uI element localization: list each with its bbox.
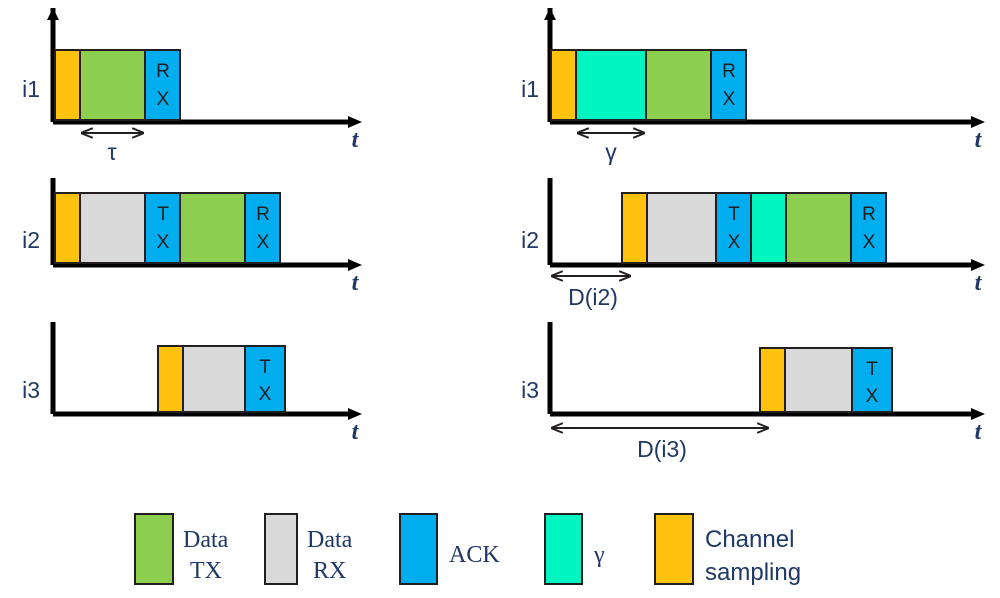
legend: Data TX Data RX ACK γ Channel sampling bbox=[134, 513, 801, 586]
right-row1-axis-arrowhead bbox=[544, 8, 556, 20]
left-row1-tau-label: τ bbox=[107, 139, 116, 165]
right-row1-ack-label-line1: R bbox=[722, 61, 736, 82]
left-row2-time-arrowhead bbox=[348, 259, 362, 271]
right-row1-block-data-tx[interactable] bbox=[645, 49, 712, 121]
right-row2-time-arrowhead bbox=[971, 259, 985, 271]
right-row2-t-label: t bbox=[975, 270, 983, 296]
left-row-label-i1: i1 bbox=[22, 76, 40, 102]
left-row2-ack-tx-label-line1: T bbox=[157, 204, 169, 225]
left-row-label-i3: i3 bbox=[22, 377, 40, 403]
right-row2-d-label: D(i2) bbox=[568, 284, 618, 310]
legend-label-data-tx-line1: Data bbox=[183, 527, 229, 553]
right-row3-block-data-rx[interactable] bbox=[784, 347, 853, 413]
left-row3-ack-tx-label-line1: T bbox=[259, 357, 271, 378]
right-row3-t-label: t bbox=[975, 419, 983, 445]
right-row-label-i3: i3 bbox=[521, 377, 539, 403]
right-row1-block-ack-rx[interactable] bbox=[710, 49, 747, 121]
right-row3-block-channel-sampling[interactable] bbox=[759, 347, 786, 413]
right-row3-ack-tx-label-line2: X bbox=[866, 386, 879, 407]
legend-swatch-channel-sampling[interactable] bbox=[654, 513, 694, 585]
legend-label-data-rx-line2: RX bbox=[313, 558, 346, 584]
legend-label-data-tx-line2: TX bbox=[190, 558, 222, 584]
legend-label-channel-line2: sampling bbox=[705, 559, 801, 586]
right-timing-panel: i1 t R X γ i2 t T X R X D(i2) i3 t bbox=[521, 8, 985, 462]
right-row2-ack-tx-label-line1: T bbox=[728, 204, 740, 225]
right-row1-ack-label-line2: X bbox=[723, 89, 736, 110]
left-row2-block-data-tx[interactable] bbox=[179, 192, 246, 264]
legend-swatch-data-tx[interactable] bbox=[134, 513, 174, 585]
left-row3-block-data-rx[interactable] bbox=[182, 345, 246, 413]
right-row-label-i2: i2 bbox=[521, 227, 539, 253]
legend-label-ack: ACK bbox=[449, 542, 500, 568]
left-row2-t-label: t bbox=[352, 270, 360, 296]
left-row2-block-ack-tx[interactable] bbox=[144, 192, 181, 264]
legend-label-channel-line1: Channel bbox=[705, 526, 794, 553]
right-row2-block-gamma[interactable] bbox=[750, 192, 787, 264]
right-row-label-i1: i1 bbox=[521, 76, 539, 102]
legend-swatch-gamma[interactable] bbox=[544, 513, 583, 585]
right-row1-t-label: t bbox=[975, 127, 983, 153]
right-row3-block-ack-tx[interactable] bbox=[851, 347, 893, 413]
right-row2-block-data-tx[interactable] bbox=[785, 192, 852, 264]
left-row1-ack-label-line2: X bbox=[157, 89, 170, 110]
left-row1-t-label: t bbox=[352, 127, 360, 153]
left-row3-t-label: t bbox=[352, 419, 360, 445]
right-row2-block-data-rx[interactable] bbox=[646, 192, 717, 264]
legend-label-data-rx-line1: Data bbox=[307, 527, 353, 553]
right-row3-time-arrowhead bbox=[971, 408, 985, 420]
right-row2-ack-rx-label-line1: R bbox=[862, 204, 876, 225]
legend-label-gamma: γ bbox=[593, 542, 605, 568]
left-row3-time-arrowhead bbox=[348, 408, 362, 420]
right-row2-ack-tx-label-line2: X bbox=[728, 232, 741, 253]
left-row2-block-ack-rx[interactable] bbox=[244, 192, 281, 264]
left-timing-panel: i1 t R X τ i2 t T X R X i3 t bbox=[22, 8, 362, 445]
left-row3-block-ack-tx[interactable] bbox=[244, 345, 286, 413]
left-row2-block-channel-sampling[interactable] bbox=[54, 192, 81, 264]
left-row1-ack-label-line1: R bbox=[156, 61, 170, 82]
left-row2-ack-rx-label-line2: X bbox=[257, 232, 270, 253]
left-row3-ack-tx-label-line2: X bbox=[259, 384, 272, 405]
right-row1-block-channel-sampling[interactable] bbox=[550, 49, 577, 121]
right-row2-block-ack-rx[interactable] bbox=[850, 192, 887, 264]
right-row1-time-arrowhead bbox=[971, 116, 985, 128]
right-row3-ack-tx-label-line1: T bbox=[866, 359, 878, 380]
right-row1-gamma-label: γ bbox=[605, 139, 617, 165]
left-row1-block-channel-sampling[interactable] bbox=[54, 49, 81, 121]
left-row1-axis-arrowhead bbox=[47, 8, 59, 20]
right-row2-ack-rx-label-line2: X bbox=[863, 232, 876, 253]
legend-swatch-data-rx[interactable] bbox=[264, 513, 298, 585]
left-row1-time-arrowhead bbox=[348, 116, 362, 128]
left-row1-block-data-tx[interactable] bbox=[79, 49, 146, 121]
left-row2-ack-rx-label-line1: R bbox=[256, 204, 270, 225]
left-row2-ack-tx-label-line2: X bbox=[157, 232, 170, 253]
left-row2-block-data-rx[interactable] bbox=[79, 192, 146, 264]
left-row3-block-channel-sampling[interactable] bbox=[157, 345, 184, 413]
left-row-label-i2: i2 bbox=[22, 227, 40, 253]
right-row3-d-label: D(i3) bbox=[637, 436, 687, 462]
right-row1-block-gamma[interactable] bbox=[575, 49, 647, 121]
left-row1-block-ack-rx[interactable] bbox=[144, 49, 181, 121]
legend-swatch-ack[interactable] bbox=[399, 513, 438, 585]
right-row2-block-channel-sampling[interactable] bbox=[621, 192, 648, 264]
